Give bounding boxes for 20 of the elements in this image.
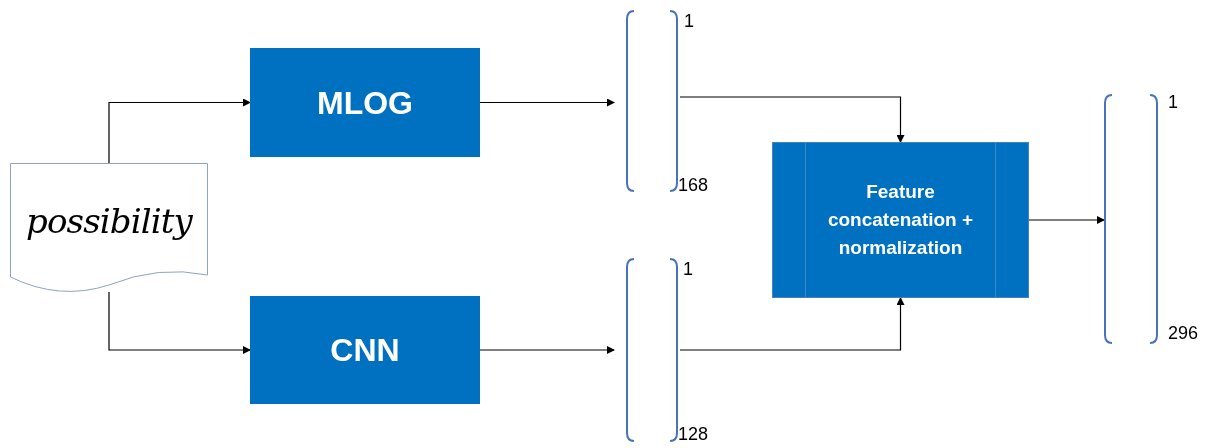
box-label: CNN [330,331,400,370]
index-label: 168 [678,176,709,194]
process-box [250,48,480,157]
index-label: 1 [683,260,693,278]
arrow [108,98,251,164]
index-label: 1 [1168,93,1178,111]
process-box [250,296,480,404]
index-label: 128 [678,425,709,443]
index-label: 1 [684,12,694,30]
box-label: MLOG [317,83,413,123]
arrow [679,297,905,351]
index-label: 296 [1168,324,1199,342]
arrow [679,96,905,143]
arrow [108,291,251,354]
arrow [479,346,615,354]
arrow [1028,216,1105,224]
arrow [479,98,615,107]
handwritten-word: possibility [26,199,192,243]
box-label: Feature concatenation + normalization [826,180,975,260]
process-box [772,142,1029,298]
